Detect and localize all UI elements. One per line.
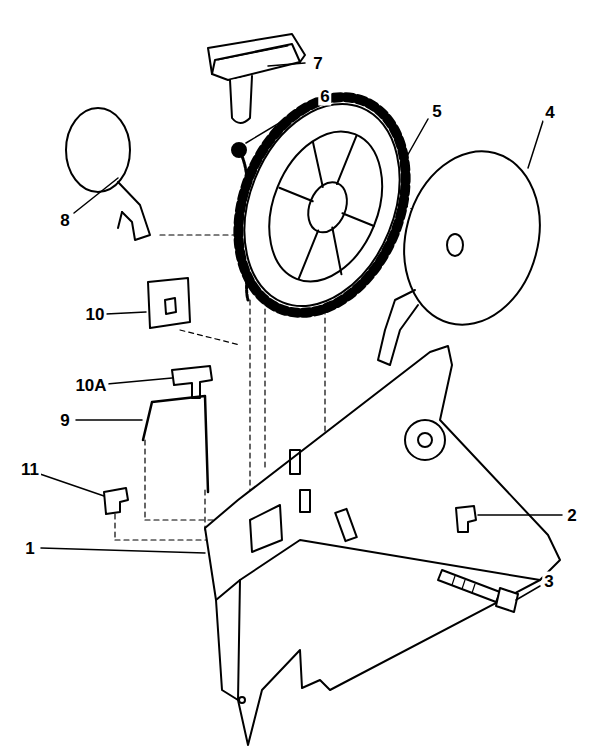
callout-number: 11 bbox=[19, 460, 41, 479]
clip bbox=[104, 488, 128, 514]
pawl-plate bbox=[148, 278, 190, 328]
starter-handle bbox=[208, 34, 305, 123]
callout-number: 7 bbox=[311, 54, 324, 73]
wire-spring bbox=[143, 396, 208, 492]
callout-number: 8 bbox=[58, 211, 71, 230]
callout-number: 5 bbox=[430, 102, 443, 121]
rope-pulley bbox=[208, 72, 437, 338]
callout-number: 4 bbox=[543, 103, 556, 122]
callout-number: 10 bbox=[84, 305, 107, 324]
callout-number: 3 bbox=[542, 572, 555, 591]
retainer-clip bbox=[456, 506, 476, 532]
shoulder-bolt bbox=[438, 570, 518, 612]
pawl-key bbox=[172, 366, 212, 398]
callout-number: 9 bbox=[58, 411, 71, 430]
callout-number: 10A bbox=[73, 376, 108, 395]
callout-number: 2 bbox=[565, 506, 578, 525]
starter-bracket bbox=[205, 346, 560, 745]
callout-number: 6 bbox=[318, 87, 331, 106]
callout-number: 1 bbox=[23, 539, 36, 558]
leader-lines bbox=[40, 63, 562, 600]
ring-spring bbox=[66, 108, 150, 240]
cover-disc bbox=[378, 136, 559, 365]
